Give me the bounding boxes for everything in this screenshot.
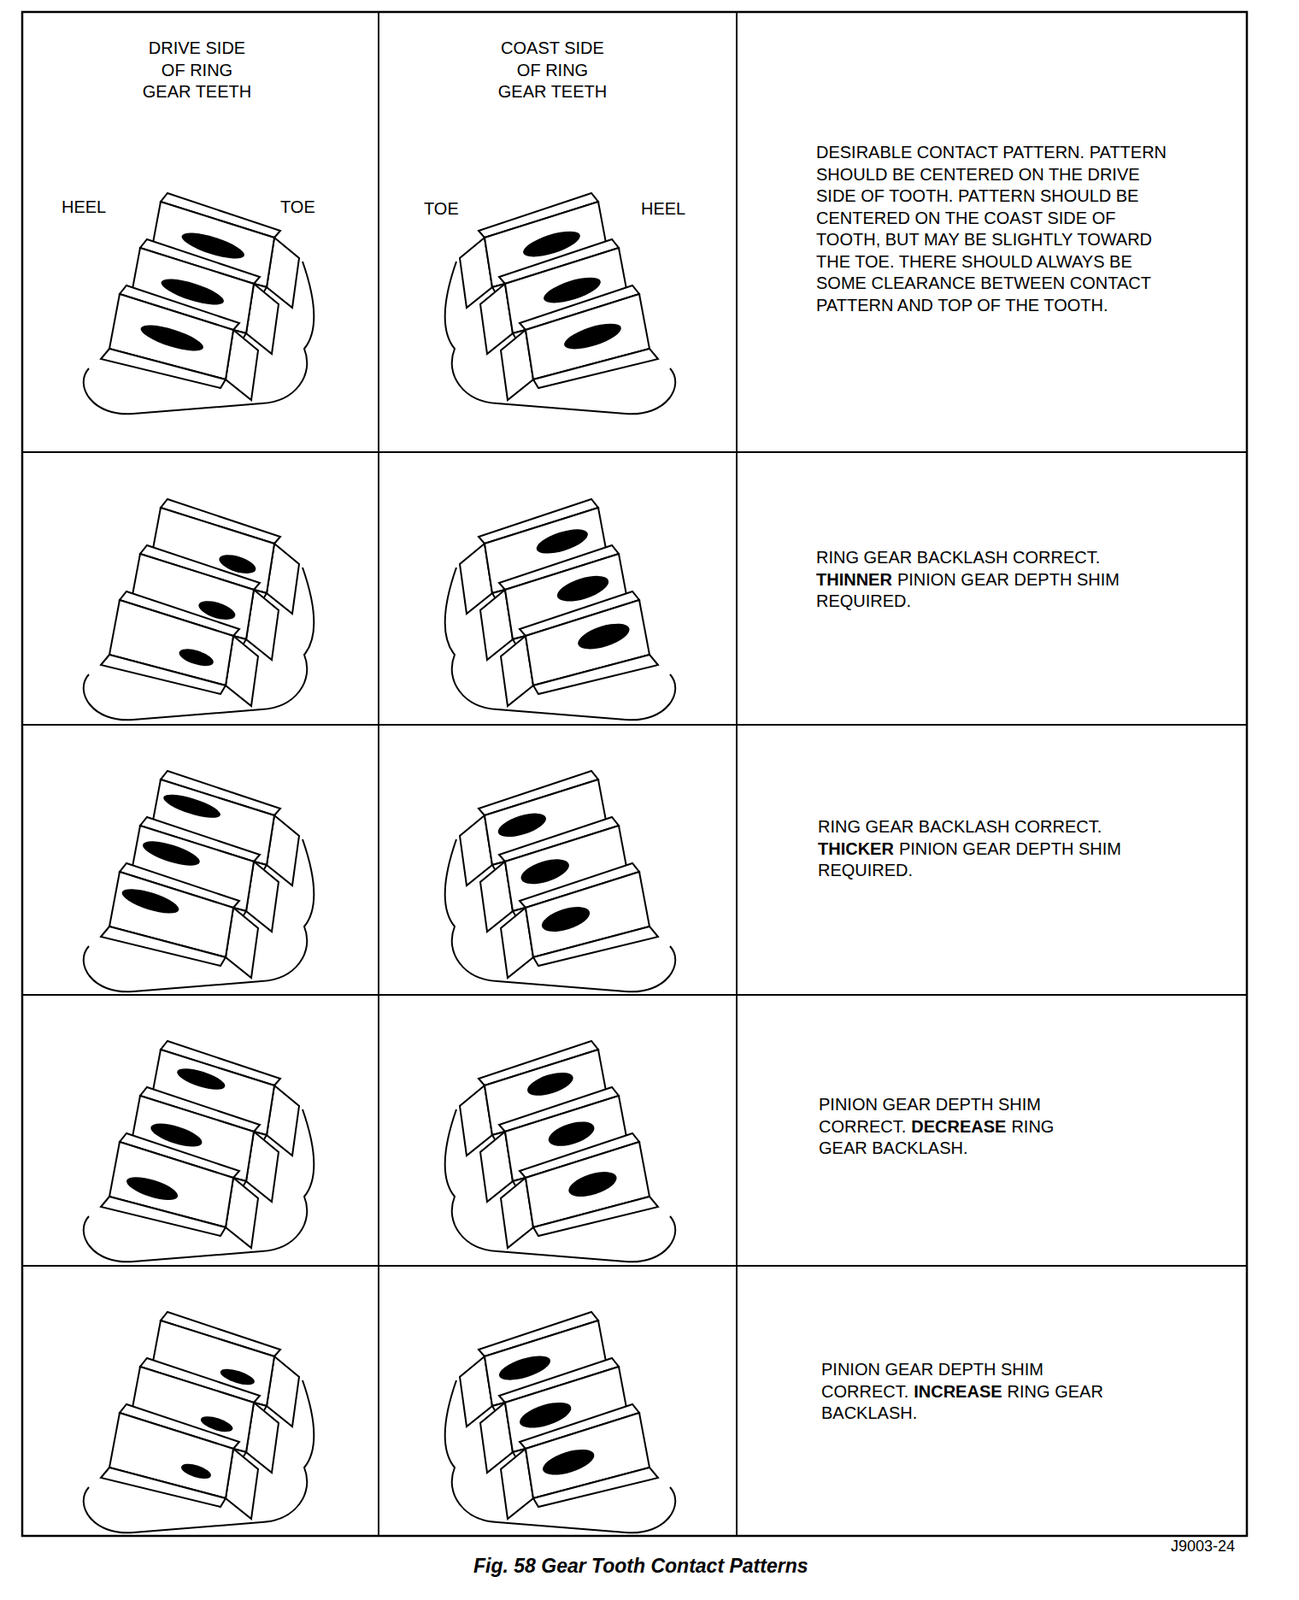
row-line <box>22 723 1247 726</box>
tooth-end-label: TOE <box>280 197 316 217</box>
figure-code: J9003-24 <box>1170 1537 1235 1555</box>
tooth-end-label-block: TOE <box>280 196 316 219</box>
gear-tooth <box>100 285 259 400</box>
table-note-block: PINION GEAR DEPTH SHIM CORRECT.DECREASER… <box>818 1093 1101 1160</box>
contact-pattern <box>119 883 183 918</box>
drive-side-teeth <box>83 499 314 720</box>
table-note-block: DESIRABLE CONTACT PATTERN. PATTERN SHOUL… <box>816 141 1176 317</box>
row-line <box>22 993 1247 996</box>
drive-side-teeth <box>83 1040 314 1262</box>
column-header-block: DRIVE SIDE OF RING GEAR TEETH <box>135 37 259 104</box>
drive-side-teeth <box>83 1311 314 1533</box>
gear-tooth <box>100 1404 259 1519</box>
gear-tooth <box>500 591 659 706</box>
contact-pattern <box>138 319 206 356</box>
gear-tooth <box>100 591 259 706</box>
contact-pattern <box>140 835 203 870</box>
table-note: RING GEAR BACKLASH CORRECT. <box>817 816 1143 839</box>
table-note: THINNER <box>816 570 893 589</box>
row-line <box>22 1264 1247 1267</box>
tooth-end-label-block: HEEL <box>640 198 686 221</box>
coast-side-teeth <box>445 770 676 992</box>
drive-side-teeth <box>83 770 314 992</box>
table-border <box>22 11 1247 1536</box>
gear-tooth <box>500 1133 659 1248</box>
column-header: DRIVE SIDE OF RING GEAR TEETH <box>142 38 252 101</box>
tooth-end-label: HEEL <box>640 199 686 218</box>
table-note: DECREASE <box>911 1116 1006 1136</box>
contact-pattern <box>565 1166 620 1202</box>
contact-pattern <box>175 1063 228 1094</box>
contact-pattern <box>517 853 572 889</box>
contact-pattern <box>575 618 633 655</box>
tooth-root <box>100 926 226 966</box>
gear-tooth <box>500 1404 659 1519</box>
coast-side-teeth <box>445 1311 676 1533</box>
tooth-root <box>100 1196 226 1236</box>
contact-pattern <box>176 645 216 670</box>
column-header-block: COAST SIDE OF RING GEAR TEETH <box>490 37 615 104</box>
tooth-end-label-block: TOE <box>423 198 459 221</box>
table-note-block: RING GEAR BACKLASH CORRECT.THINNERPINION… <box>816 546 1141 613</box>
coast-side-teeth <box>445 499 676 720</box>
contact-pattern <box>534 524 591 559</box>
gear-tooth <box>100 1133 259 1248</box>
table-note: RING GEAR BACKLASH CORRECT. <box>816 546 1141 570</box>
column-line <box>377 11 380 1536</box>
tooth-root <box>533 926 659 966</box>
tooth-end-label: TOE <box>423 199 459 218</box>
table-note-block: PINION GEAR DEPTH SHIM CORRECT.INCREASER… <box>821 1358 1104 1425</box>
contact-pattern <box>540 1444 598 1481</box>
contact-pattern <box>179 1460 213 1482</box>
tooth-root <box>533 654 659 694</box>
column-line <box>735 11 738 1536</box>
table-note: DESIRABLE CONTACT PATTERN. PATTERN SHOUL… <box>816 142 1167 315</box>
gear-tooth <box>100 863 259 978</box>
contact-pattern <box>161 789 224 823</box>
contact-pattern <box>524 1067 577 1100</box>
figure-caption: Fig. 58 Gear Tooth Contact Patterns <box>473 1553 808 1578</box>
tooth-end-label: HEEL <box>61 197 106 217</box>
contact-pattern <box>123 1172 181 1205</box>
figure-code-block: J9003-24 <box>1170 1536 1235 1556</box>
contact-pattern <box>561 318 624 355</box>
row-line <box>22 451 1247 453</box>
contact-pattern <box>495 808 549 842</box>
table-note: THICKER <box>817 839 894 859</box>
column-header: COAST SIDE OF RING GEAR TEETH <box>498 38 607 101</box>
coast-side-teeth <box>445 193 676 414</box>
gear-tooth <box>500 285 659 400</box>
table-note-block: RING GEAR BACKLASH CORRECT.THICKERPINION… <box>817 816 1143 882</box>
coast-side-teeth <box>445 1040 676 1262</box>
tooth-root <box>533 348 659 388</box>
tooth-root <box>100 348 226 388</box>
tooth-root <box>533 1196 659 1236</box>
gear-tooth <box>500 863 659 978</box>
contact-pattern <box>538 901 593 937</box>
contact-pattern <box>545 1116 597 1152</box>
table-note: INCREASE <box>913 1381 1002 1401</box>
drive-side-teeth <box>83 193 314 414</box>
tooth-end-label-block: HEEL <box>61 196 106 219</box>
